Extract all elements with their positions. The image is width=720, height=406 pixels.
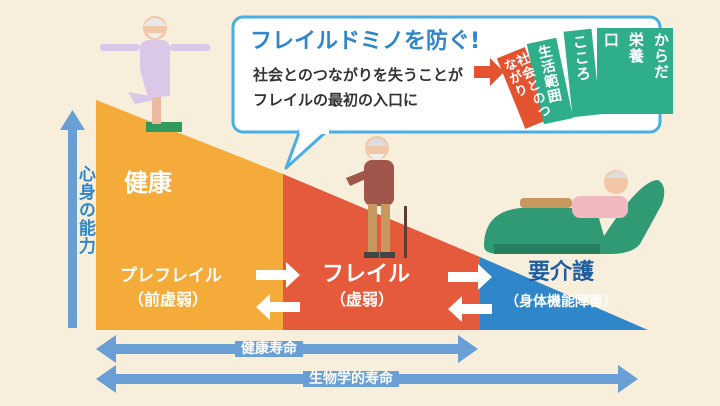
domino-row bbox=[496, 28, 673, 129]
care-region bbox=[480, 257, 648, 330]
domino-block bbox=[597, 28, 623, 114]
biological-life-label: 生物学的寿命 bbox=[303, 371, 399, 387]
bubble-line-2: フレイルの最初の入口に bbox=[253, 91, 419, 109]
domino-label: 栄養 bbox=[626, 32, 645, 64]
frail-elder-illustration bbox=[346, 136, 407, 258]
healthy-region bbox=[96, 100, 283, 330]
stage-care-label: 要介護 bbox=[528, 260, 595, 285]
ability-axis-arrow bbox=[60, 110, 85, 328]
stage-frail-sub: （虚弱） bbox=[330, 290, 395, 309]
stage-healthy-label: 健康 bbox=[124, 169, 172, 197]
stage-care-sub: （身体機能障害） bbox=[505, 294, 617, 310]
domino-block bbox=[526, 37, 574, 125]
prefrail-frail-arrows bbox=[256, 262, 300, 320]
domino-block bbox=[622, 28, 648, 114]
domino-block bbox=[647, 28, 673, 114]
stage-prefrail-label: プレフレイル bbox=[120, 266, 222, 286]
domino-block bbox=[563, 28, 601, 118]
healthy-life-label: 健康寿命 bbox=[235, 341, 303, 357]
axis-label: 心身の能力 bbox=[74, 165, 95, 255]
domino-label: 口 bbox=[601, 32, 620, 48]
domino-block bbox=[496, 47, 554, 129]
stage-frail-label: フレイル bbox=[322, 262, 411, 287]
care-elder-illustration bbox=[484, 170, 665, 254]
domino-label: からだ bbox=[651, 32, 670, 80]
bubble-line-1: 社会とのつながりを失うことが bbox=[253, 66, 463, 84]
bubble-title: フレイルドミノを防ぐ! bbox=[250, 29, 481, 54]
healthy-elder-illustration bbox=[100, 16, 210, 132]
frail-care-arrows bbox=[448, 264, 492, 322]
stage-prefrail-sub: （前虚弱） bbox=[128, 290, 209, 309]
